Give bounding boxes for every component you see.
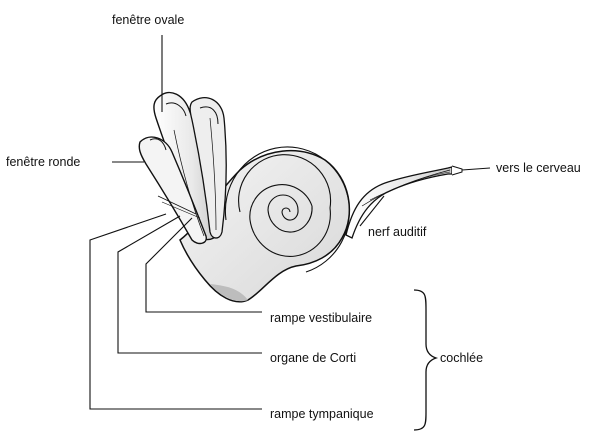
label-to-brain: vers le cerveau [496, 161, 581, 175]
label-scala-tympani: rampe tympanique [270, 407, 374, 421]
cochlea-brace [414, 290, 436, 430]
label-round-window: fenêtre ronde [6, 155, 80, 169]
label-scala-vestibuli: rampe vestibulaire [270, 311, 372, 325]
label-organ-of-corti: organe de Corti [270, 351, 356, 365]
leader-to-brain [462, 168, 490, 170]
cochlear-tubes [139, 93, 226, 244]
label-cochlea: cochlée [440, 351, 483, 365]
label-auditory-nerve: nerf auditif [368, 225, 427, 239]
label-oval-window: fenêtre ovale [112, 13, 184, 27]
